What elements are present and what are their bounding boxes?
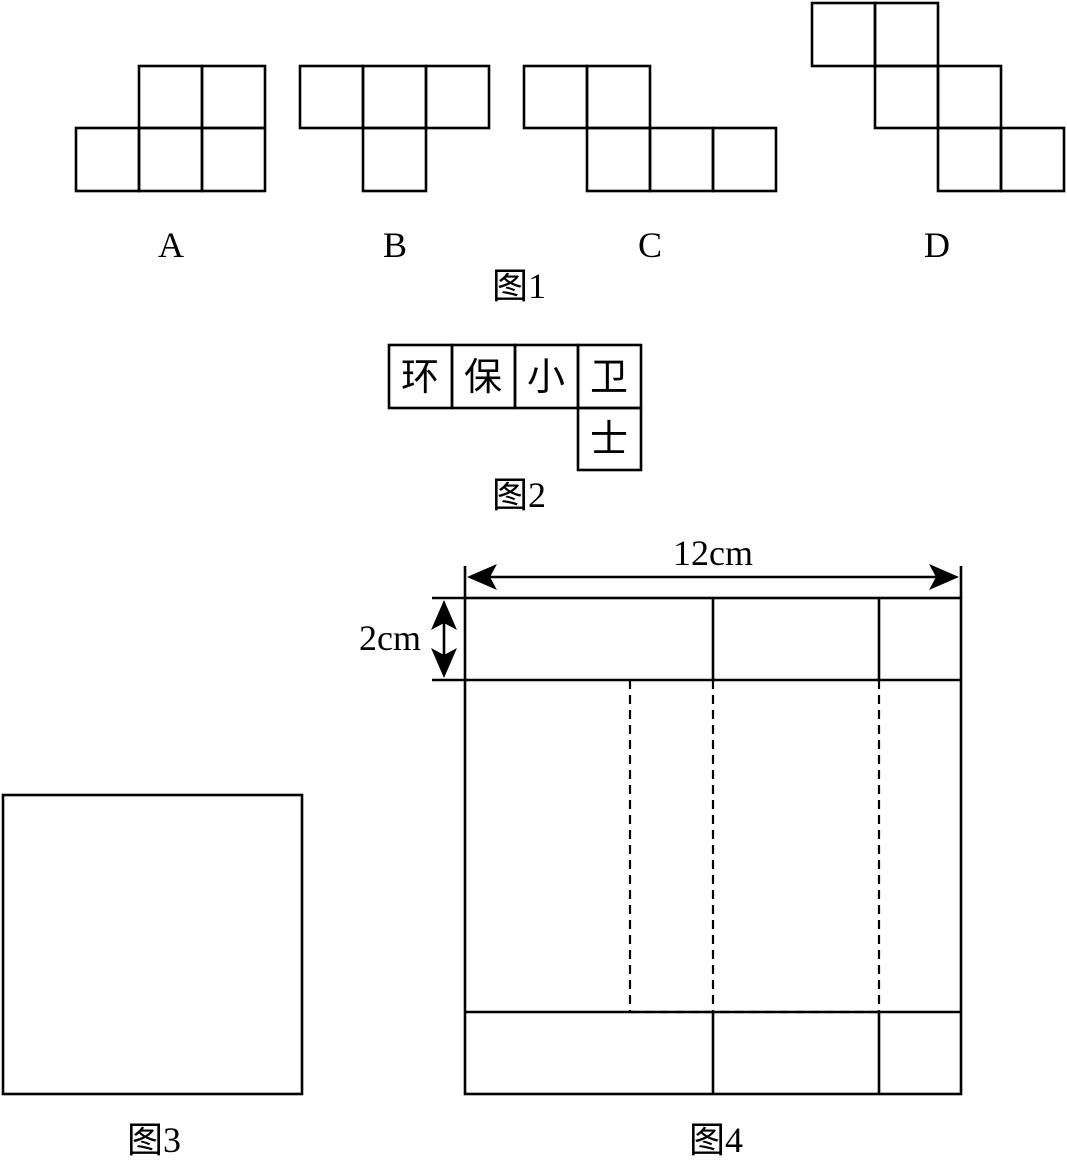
net-c-cell [585, 64, 652, 130]
arrow-head-down [431, 648, 457, 678]
net-d-cell [936, 64, 1003, 130]
net-option-d: D [810, 1, 1066, 265]
net-c-cell [585, 126, 652, 193]
width-dimension: 12cm [463, 533, 963, 598]
net-cell-char: 卫 [590, 357, 628, 399]
net-a-cell [200, 126, 267, 193]
width-label: 12cm [673, 533, 753, 573]
net-a-cell [137, 126, 204, 193]
net-b-cell [424, 64, 491, 130]
net-d-cell [873, 64, 940, 130]
net-d-cell [936, 126, 1003, 193]
net-a-cell [200, 64, 267, 130]
net-cell-char: 保 [464, 357, 502, 399]
net-d-cell [999, 126, 1066, 193]
net-cell-char: 环 [401, 357, 439, 399]
net-cell-char: 小 [527, 357, 565, 399]
net-a-cell [137, 64, 204, 130]
option-c-label: C [638, 225, 662, 265]
arrow-head-up [431, 600, 457, 630]
figure-3: 图3 [1, 793, 304, 1160]
figure-4-caption: 图4 [689, 1120, 743, 1160]
figure-1-caption: 图1 [492, 266, 546, 306]
option-b-label: B [383, 225, 407, 265]
arrow-head-left [467, 564, 497, 590]
figure-2-caption: 图2 [492, 475, 546, 515]
option-a-label: A [158, 225, 184, 265]
net-cell-char: 士 [590, 419, 628, 461]
net-option-b: B [298, 64, 491, 265]
net-c-cell [711, 126, 778, 193]
net-a-cell [74, 126, 141, 193]
net-option-c: C [522, 64, 778, 265]
square-sheet [1, 793, 304, 1096]
cut-label: 2cm [359, 618, 421, 658]
net-d-cell [810, 1, 877, 68]
figure-3-caption: 图3 [127, 1120, 181, 1160]
net-cell [576, 406, 643, 472]
net-option-a: A [74, 64, 267, 265]
net-d-cell [873, 1, 940, 68]
figure-2: 环 保 小 卫 士 图2 [387, 343, 643, 515]
net-b-cell [298, 64, 365, 130]
figure-4: 12cm 2cm 图4 [359, 533, 963, 1160]
net-c-cell [522, 64, 589, 130]
net-b-cell [361, 126, 428, 193]
net-c-cell [648, 126, 715, 193]
net-b-cell [361, 64, 428, 130]
arrow-head-right [929, 564, 959, 590]
cut-dimension: 2cm [359, 596, 465, 678]
figure-1: A B C D 图1 [74, 1, 1066, 306]
option-d-label: D [924, 225, 950, 265]
